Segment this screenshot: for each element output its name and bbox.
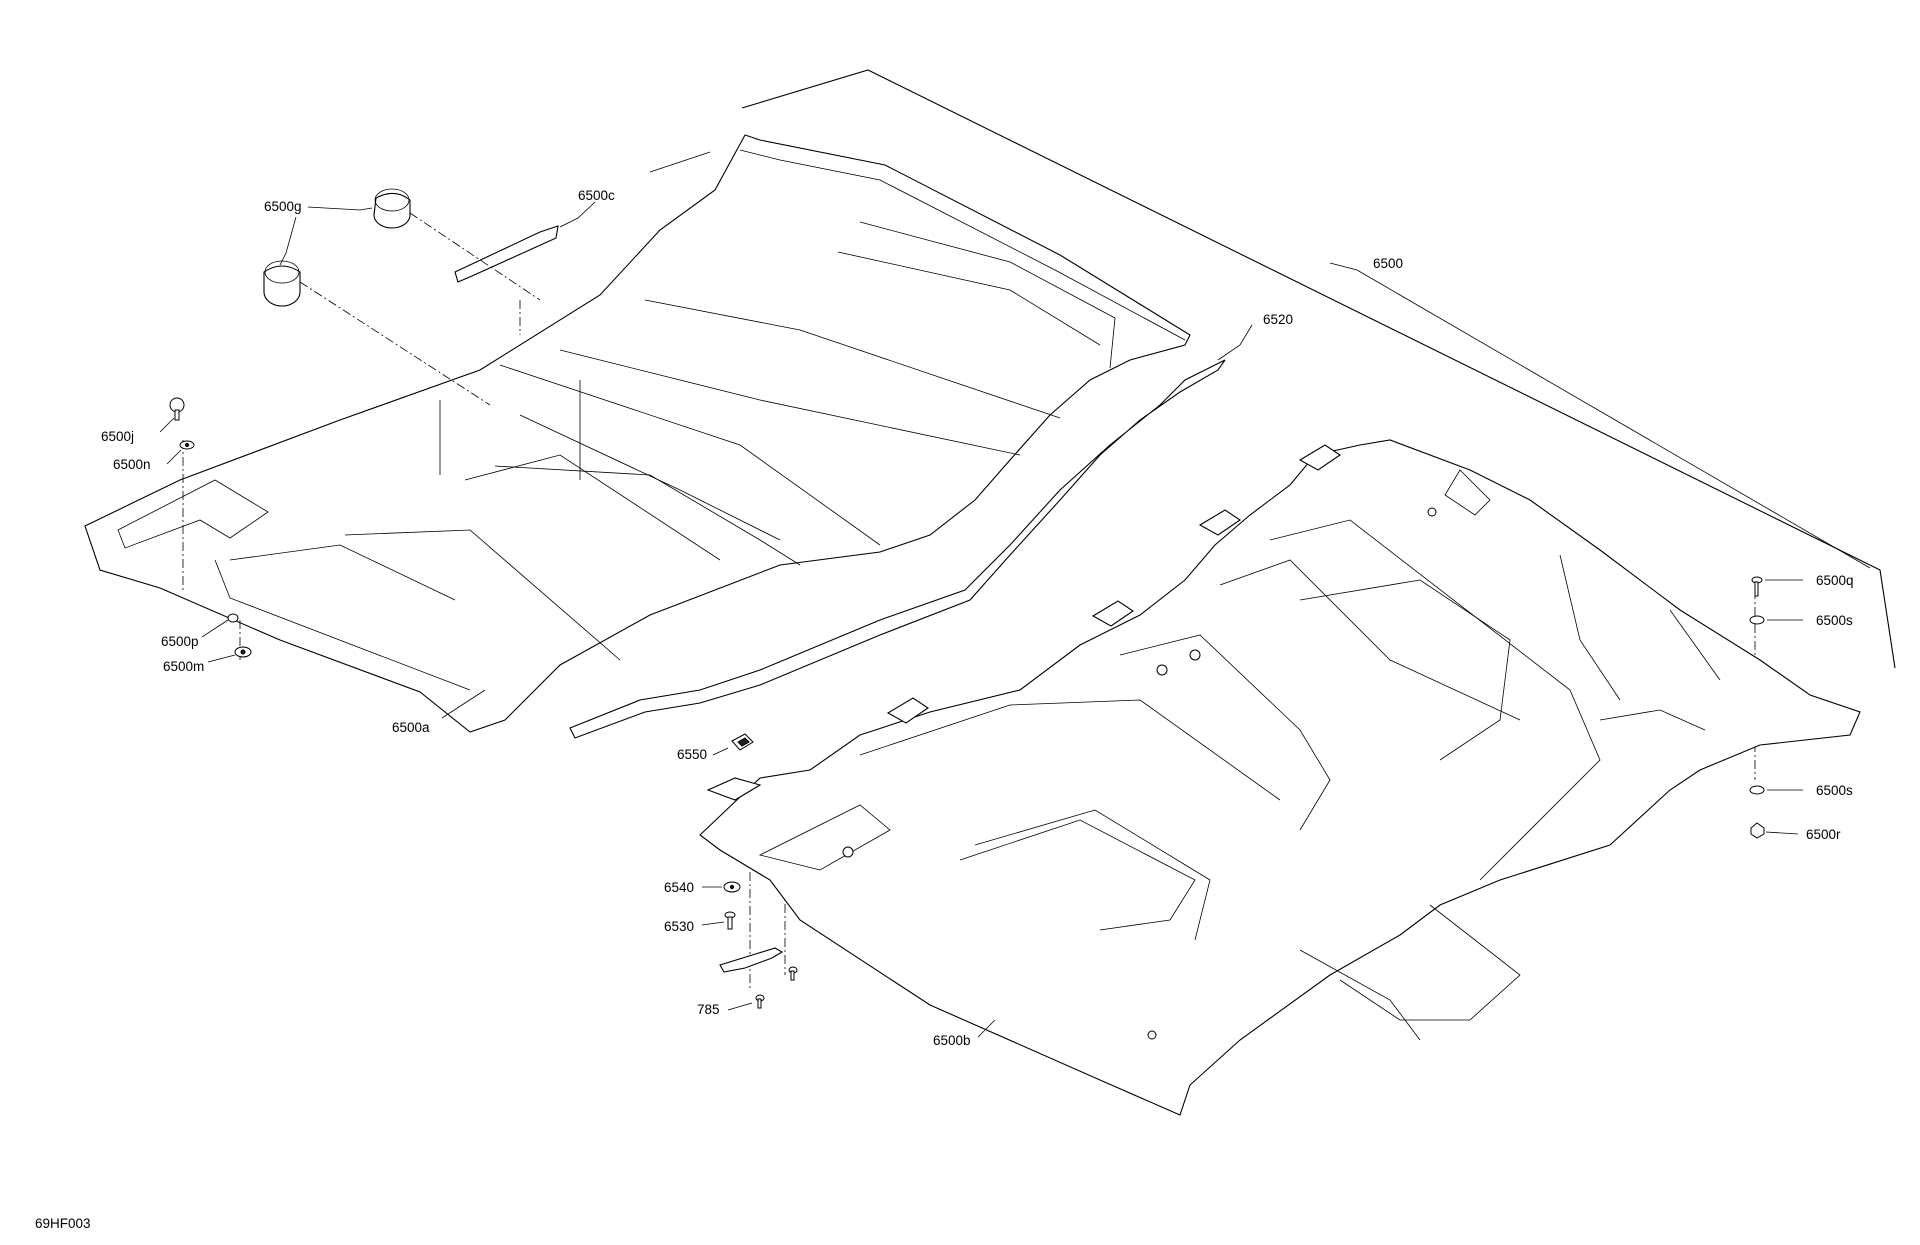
- callout-6500s-upper: 6500s: [1816, 613, 1853, 628]
- callout-6500r: 6500r: [1806, 827, 1841, 842]
- screw-6500q: [1751, 576, 1763, 597]
- callout-labels: 6500 6500a 6500b 6500c 6500g 6500j 6500n…: [101, 188, 1854, 1048]
- seal-6520: [569, 359, 1226, 739]
- callout-6500q: 6500q: [1816, 573, 1854, 588]
- washer-6500s-upper: [1749, 615, 1765, 625]
- callout-6500j: 6500j: [101, 429, 134, 444]
- washer-6500n: [179, 440, 195, 450]
- nut-6500r: [1750, 822, 1765, 839]
- callout-6500g: 6500g: [264, 199, 302, 214]
- assembly-bracket-6500: [741, 69, 1896, 669]
- callout-6500m: 6500m: [163, 659, 204, 674]
- washer-6500s-lower: [1749, 785, 1765, 795]
- callout-6530: 6530: [664, 919, 694, 934]
- washer-6500m: [234, 646, 252, 658]
- clamp-6500g-upper: [373, 188, 411, 229]
- callout-785: 785: [697, 1002, 720, 1017]
- callout-6500: 6500: [1373, 256, 1403, 271]
- nut-6500p: [227, 613, 239, 623]
- callout-6500b: 6500b: [933, 1033, 971, 1048]
- clamp-6500g-lower: [263, 260, 301, 307]
- callout-6550: 6550: [677, 747, 707, 762]
- callout-6500c: 6500c: [578, 188, 615, 203]
- leader-lines: [159, 201, 1871, 1038]
- drawing-number: 69HF003: [35, 1216, 91, 1231]
- screw-6500j: [169, 397, 185, 421]
- clip-6550: [731, 733, 754, 751]
- callout-6500a: 6500a: [392, 720, 430, 735]
- bracket-785: [719, 947, 798, 1009]
- callout-6500p: 6500p: [161, 634, 199, 649]
- callout-6500n: 6500n: [113, 457, 151, 472]
- callout-6520: 6520: [1263, 312, 1293, 327]
- washer-6540: [723, 881, 741, 893]
- callout-6500s-lower: 6500s: [1816, 783, 1853, 798]
- strip-6500c: [454, 225, 559, 283]
- bolt-6530: [724, 911, 736, 930]
- panel-6500a: [84, 134, 1191, 733]
- panel-6500b: [699, 439, 1861, 1116]
- callout-6540: 6540: [664, 880, 694, 895]
